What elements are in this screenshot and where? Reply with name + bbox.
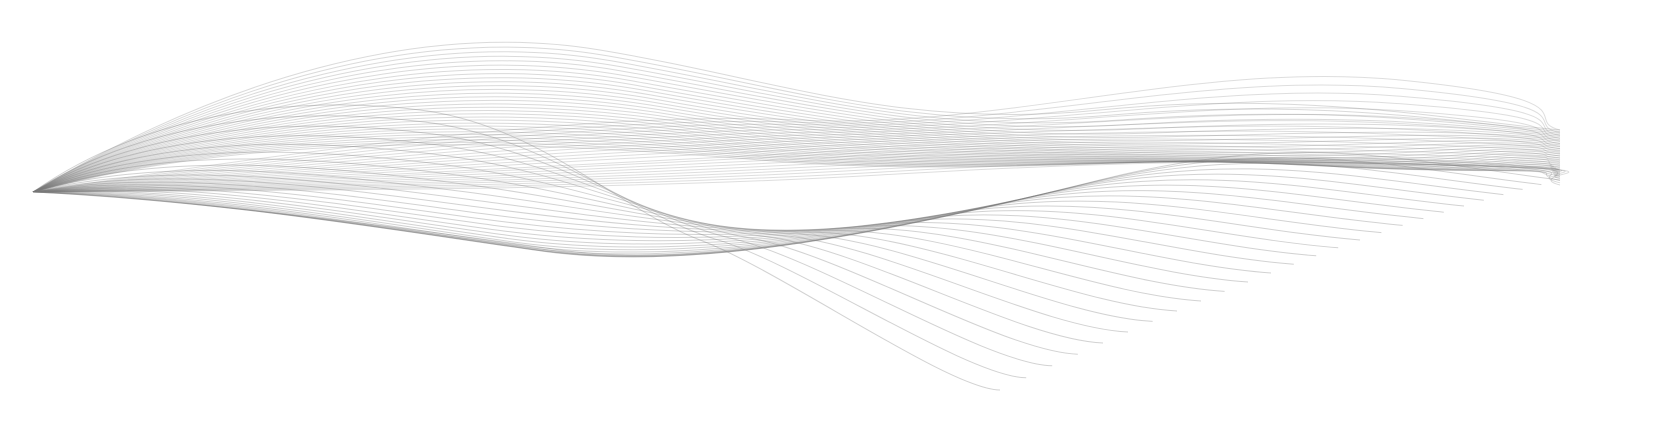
ribbon-c-line <box>32 155 1561 193</box>
ribbon-a-line <box>32 133 1561 193</box>
ribbon-a-line <box>32 92 1561 193</box>
ribbon-a-line <box>32 103 1561 193</box>
ribbon-b-line <box>32 151 1129 333</box>
ribbon-a-line <box>32 106 1561 193</box>
ribbon-b-line <box>32 157 1542 257</box>
ribbon-a-line <box>32 125 1561 193</box>
ribbon-b-line <box>32 179 1465 256</box>
ribbon-c-line <box>32 120 1561 193</box>
ribbon-b-line <box>32 190 1403 251</box>
ribbon-b-line <box>32 174 1225 292</box>
ribbon-a-line <box>32 131 1561 193</box>
ribbon-a-line <box>32 139 1561 193</box>
ribbon-b <box>32 104 1561 391</box>
ribbon-a-line <box>32 116 1561 193</box>
ribbon-c-line <box>32 92 1561 193</box>
ribbon-b-line <box>32 190 1424 253</box>
ribbon-c-line <box>32 125 1561 193</box>
ribbon-a-line <box>32 128 1561 193</box>
ribbon-a-line <box>32 89 1561 193</box>
ribbon-b-line <box>32 169 1202 302</box>
ribbon-c-line <box>32 149 1561 193</box>
ribbon-a-line <box>32 51 1561 193</box>
ribbon-b-line <box>32 164 1178 312</box>
ribbon-c-line <box>32 151 1561 193</box>
ribbon-a-line <box>32 85 1561 193</box>
ribbon-b-line <box>32 158 1153 322</box>
ribbon-c-line <box>32 84 1561 193</box>
ribbon-c-line <box>32 130 1561 193</box>
ribbon-b-line <box>32 184 1444 255</box>
ribbon-c-line <box>32 157 1561 193</box>
ribbon-b-line <box>32 152 1561 256</box>
ribbon-a-line <box>32 73 1561 193</box>
ribbon-a <box>32 41 1561 193</box>
ribbon-b-line <box>32 189 1361 245</box>
ribbon-c-line <box>32 75 1561 193</box>
ribbon-a-line <box>32 81 1561 193</box>
ribbon-c-line <box>32 107 1561 193</box>
ribbon-b-line <box>32 162 1523 258</box>
ribbon-c-line <box>32 159 1563 193</box>
ribbon-a-line <box>32 119 1561 193</box>
ribbon-c-line <box>32 134 1561 193</box>
ribbon-a-line <box>32 55 1561 193</box>
ribbon-c-line <box>32 144 1561 193</box>
ribbon-c-line <box>32 113 1561 193</box>
ribbon-b-line <box>32 125 1053 367</box>
ribbon-c-line <box>32 100 1561 193</box>
ribbon-b-line <box>32 135 1078 355</box>
ribbon-a-line <box>32 144 1561 193</box>
ribbon-b-line <box>32 178 1249 283</box>
ribbon-b-line <box>32 190 1382 248</box>
ribbon-a-line <box>32 41 1561 193</box>
ribbon-a-line <box>32 122 1561 193</box>
ribbon-a-line <box>32 60 1561 193</box>
ribbon-b-line <box>32 181 1272 274</box>
ribbon-a-line <box>32 64 1561 193</box>
ribbon-b-line <box>32 143 1104 344</box>
ribbon-a-line <box>32 110 1561 193</box>
ribbon-c <box>32 75 1570 193</box>
ribbon-b-line <box>32 173 1484 257</box>
ribbon-c-line <box>32 138 1561 193</box>
ribbon-a-line <box>32 136 1561 193</box>
ribbon-b-line <box>32 186 1317 257</box>
ribbon-c-line <box>32 153 1561 193</box>
ribbon-a-line <box>32 99 1561 193</box>
ribbon-c-line <box>32 160 1566 193</box>
ribbon-a-line <box>32 46 1561 193</box>
ribbon-b-line <box>32 168 1504 258</box>
ribbon-b-line <box>32 188 1339 249</box>
ribbon-b-line <box>32 184 1294 265</box>
ribbon-b-line <box>32 115 1027 379</box>
ribbon-c-line <box>32 161 1570 193</box>
ribbon-a-line <box>32 96 1561 193</box>
ribbon-a-line <box>32 77 1561 193</box>
ribbon-c-line <box>32 146 1561 193</box>
ribbon-a-line <box>32 141 1561 193</box>
ribbon-b-line <box>32 104 1001 391</box>
ribbon-a-line <box>32 69 1561 193</box>
ribbon-a-line <box>32 113 1561 193</box>
ribbon-c-line <box>32 141 1561 193</box>
